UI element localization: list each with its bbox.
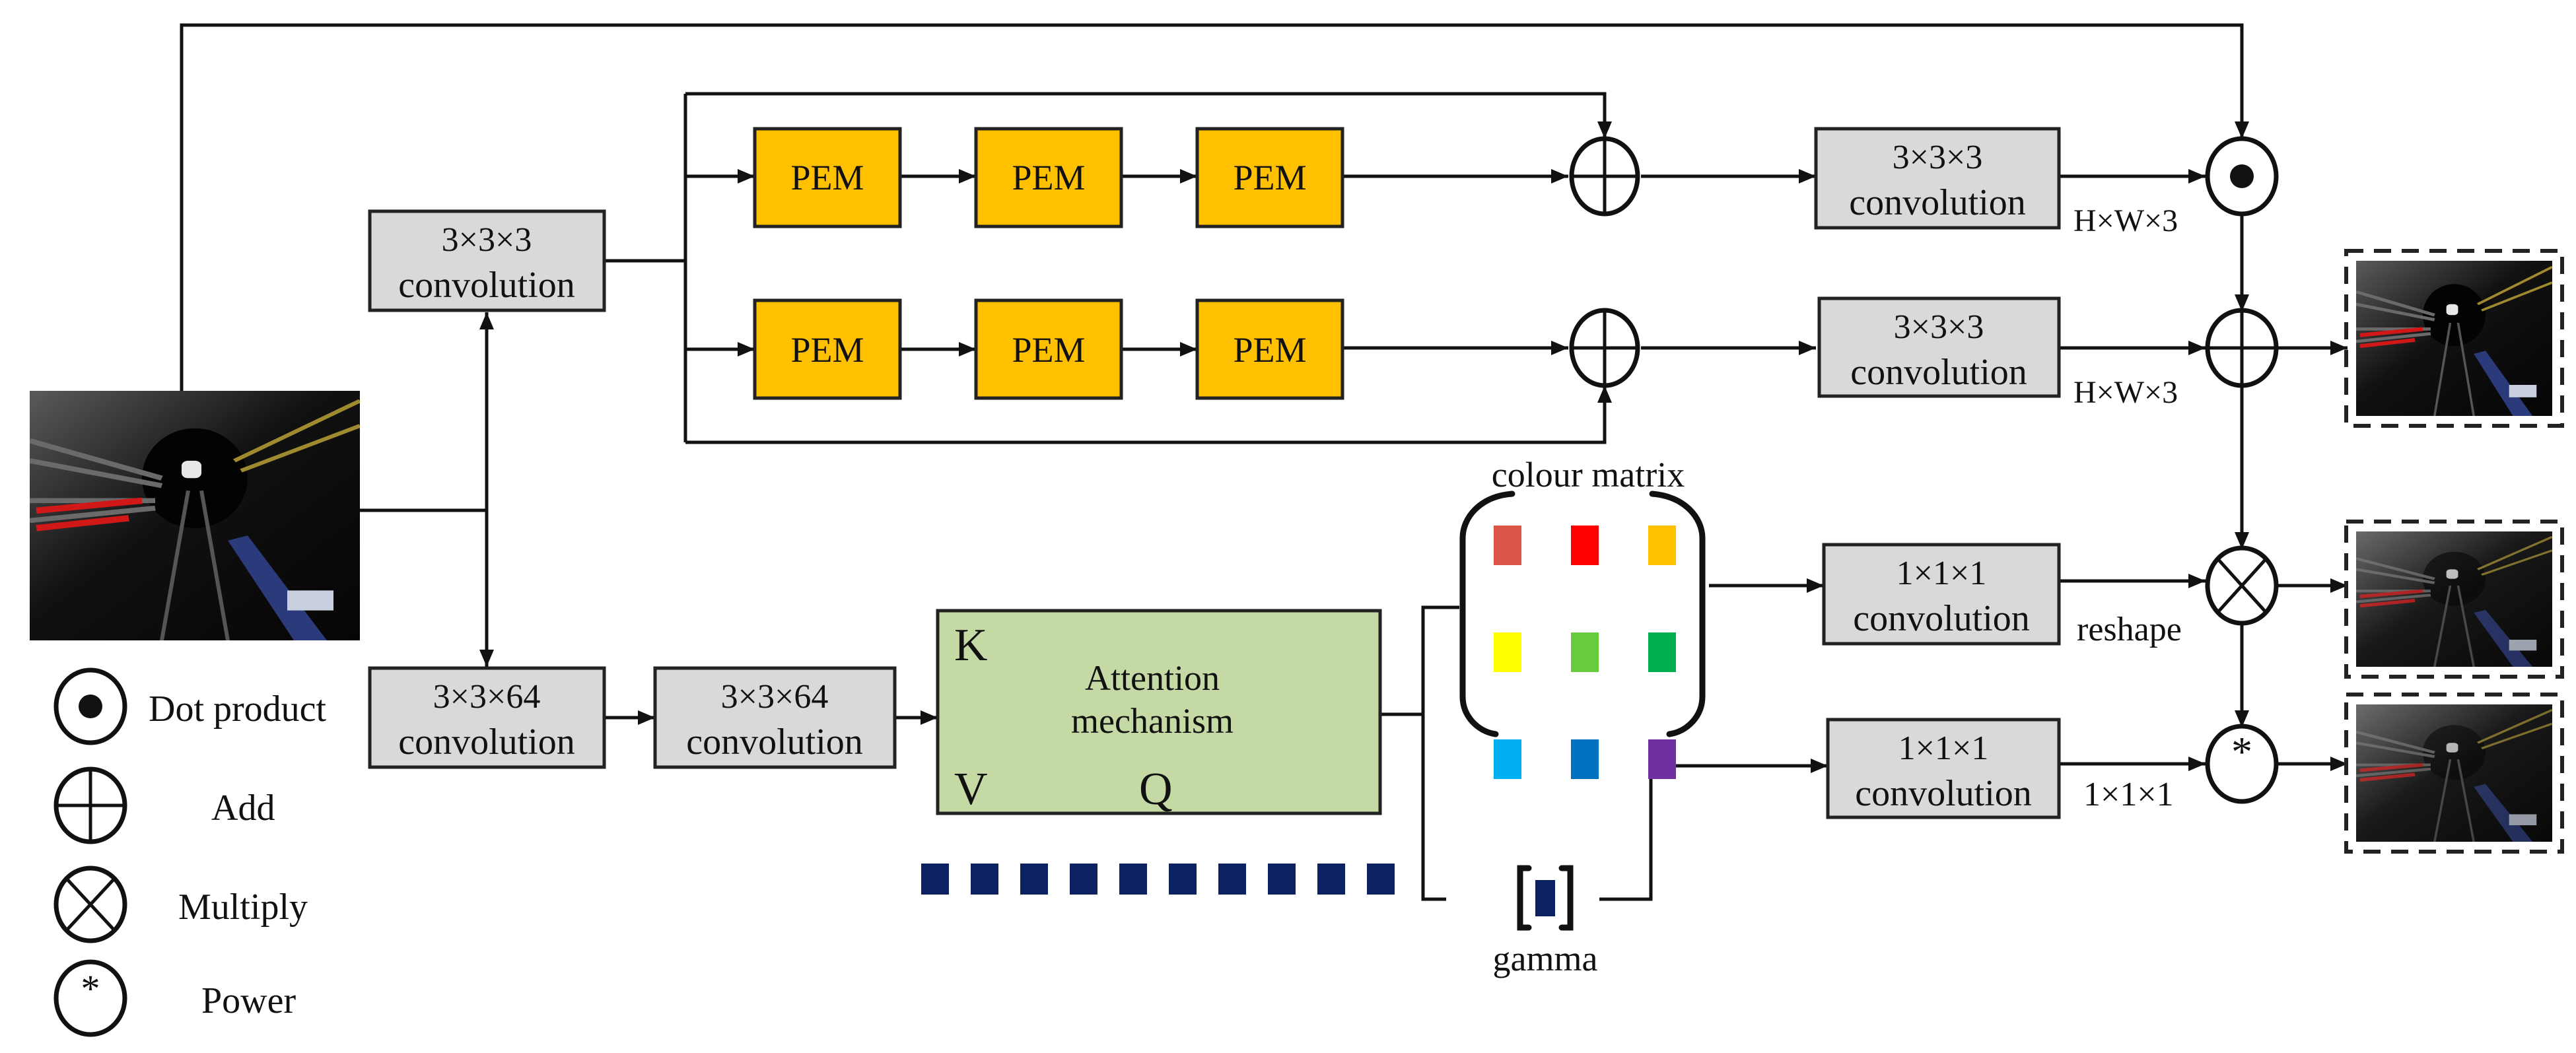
- vector-cell: [971, 864, 998, 895]
- legend-item-dot-product: Dot product: [53, 667, 327, 745]
- gamma-cell: [1535, 880, 1555, 916]
- add-icon: [1569, 136, 1640, 217]
- pem-row-2: PEM PEM PEM: [753, 298, 1344, 400]
- conv-3x3x64-a: 3×3×64 convolution: [368, 666, 606, 769]
- pem-row-1: PEM PEM PEM: [753, 127, 1344, 228]
- legend-label: Multiply: [178, 887, 308, 928]
- vector-cell: [921, 864, 949, 895]
- pem-block: PEM: [974, 127, 1123, 228]
- svg-text:PEM: PEM: [1012, 158, 1085, 197]
- feature-vector: [921, 864, 1395, 895]
- pem-block: PEM: [1195, 298, 1344, 400]
- svg-text:PEM: PEM: [1233, 158, 1306, 197]
- pem-block: PEM: [753, 298, 902, 400]
- svg-text:1×1×1: 1×1×1: [1897, 555, 1987, 592]
- svg-text:convolution: convolution: [686, 722, 863, 763]
- svg-text:PEM: PEM: [790, 330, 864, 370]
- svg-text:convolution: convolution: [1853, 598, 2030, 639]
- shape-label: 1×1×1: [2083, 776, 2174, 813]
- svg-text:3×3×3: 3×3×3: [1894, 308, 1984, 346]
- multiply-icon: [2205, 545, 2279, 626]
- svg-text:3×3×3: 3×3×3: [1893, 139, 1983, 176]
- colour-cell: [1571, 526, 1599, 565]
- colour-matrix-label: colour matrix: [1492, 455, 1685, 494]
- vector-cell: [1169, 864, 1197, 895]
- vector-cell: [1367, 864, 1395, 895]
- vector-cell: [1268, 864, 1296, 895]
- conv-3x3x3-out-1: 3×3×3 convolution: [1814, 127, 2061, 230]
- power-icon: *: [2205, 724, 2279, 804]
- gamma-label: gamma: [1493, 939, 1598, 978]
- colour-cell: [1571, 739, 1599, 779]
- conv-1x1x1-colour: 1×1×1 convolution: [1822, 543, 2061, 646]
- svg-text:PEM: PEM: [790, 158, 864, 197]
- add-icon: [1569, 308, 1640, 388]
- svg-text:*: *: [2231, 728, 2252, 775]
- vector-cell: [1218, 864, 1246, 895]
- legend-label: Add: [211, 788, 275, 829]
- conv-kernel-label: 3×3×3: [442, 221, 532, 259]
- svg-text:Attention: Attention: [1085, 658, 1220, 698]
- legend-item-add: Add: [53, 766, 275, 844]
- svg-text:convolution: convolution: [1850, 352, 2027, 393]
- output-image-2: [2344, 520, 2564, 679]
- skip-connection-line: [180, 23, 2249, 391]
- shape-label: H×W×3: [2073, 203, 2178, 238]
- pem-block: PEM: [753, 127, 902, 228]
- vector-cell: [1119, 864, 1147, 895]
- colour-cell: [1571, 632, 1599, 672]
- input-image: [30, 391, 360, 640]
- colour-cell: [1494, 739, 1521, 779]
- svg-text:3×3×64: 3×3×64: [721, 678, 829, 716]
- colour-cell: [1648, 526, 1676, 565]
- svg-text:convolution: convolution: [398, 722, 575, 763]
- connectors: [180, 23, 2348, 901]
- add-icon: [2205, 308, 2279, 388]
- output-image-1: [2344, 249, 2564, 428]
- vector-cell: [1317, 864, 1345, 895]
- query-label: Q: [1139, 764, 1173, 815]
- pem-block: PEM: [1195, 127, 1344, 228]
- conv-3x3x3-input: 3×3×3 convolution: [368, 209, 606, 312]
- key-label: K: [954, 620, 988, 671]
- svg-text:mechanism: mechanism: [1071, 701, 1234, 741]
- conv-1x1x1-gamma: 1×1×1 convolution: [1826, 718, 2061, 819]
- dot-product-icon: [2205, 136, 2279, 217]
- vector-cell: [1020, 864, 1048, 895]
- conv-3x3x64-b: 3×3×64 convolution: [653, 666, 897, 769]
- colour-matrix: [1459, 491, 1706, 779]
- svg-text:convolution: convolution: [1849, 182, 2026, 223]
- attention-mechanism-block: K V Q Attention mechanism: [936, 609, 1382, 815]
- output-image-3: [2344, 693, 2564, 854]
- svg-text:PEM: PEM: [1233, 330, 1306, 370]
- legend-item-power: * Power: [53, 959, 296, 1037]
- reshape-label: reshape: [2077, 611, 2182, 648]
- conv-label: convolution: [398, 265, 575, 306]
- shape-label: H×W×3: [2073, 375, 2178, 410]
- svg-text:*: *: [81, 967, 100, 1010]
- svg-text:3×3×64: 3×3×64: [433, 678, 541, 716]
- vector-cell: [1070, 864, 1097, 895]
- svg-text:convolution: convolution: [1855, 773, 2032, 814]
- colour-cell: [1494, 526, 1521, 565]
- power-icon: [53, 959, 127, 1037]
- svg-text:1×1×1: 1×1×1: [1898, 730, 1989, 767]
- colour-cell: [1648, 632, 1676, 672]
- colour-cell: [1494, 632, 1521, 672]
- value-label: V: [954, 764, 988, 815]
- colour-cell: [1648, 739, 1676, 779]
- svg-text:PEM: PEM: [1012, 330, 1085, 370]
- legend-label: Power: [201, 980, 296, 1021]
- legend-label: Dot product: [149, 689, 327, 730]
- conv-3x3x3-out-2: 3×3×3 convolution: [1817, 296, 2061, 398]
- legend-item-multiply: Multiply: [53, 866, 308, 943]
- pem-block: PEM: [974, 298, 1123, 400]
- gamma-parameter: [1517, 865, 1574, 931]
